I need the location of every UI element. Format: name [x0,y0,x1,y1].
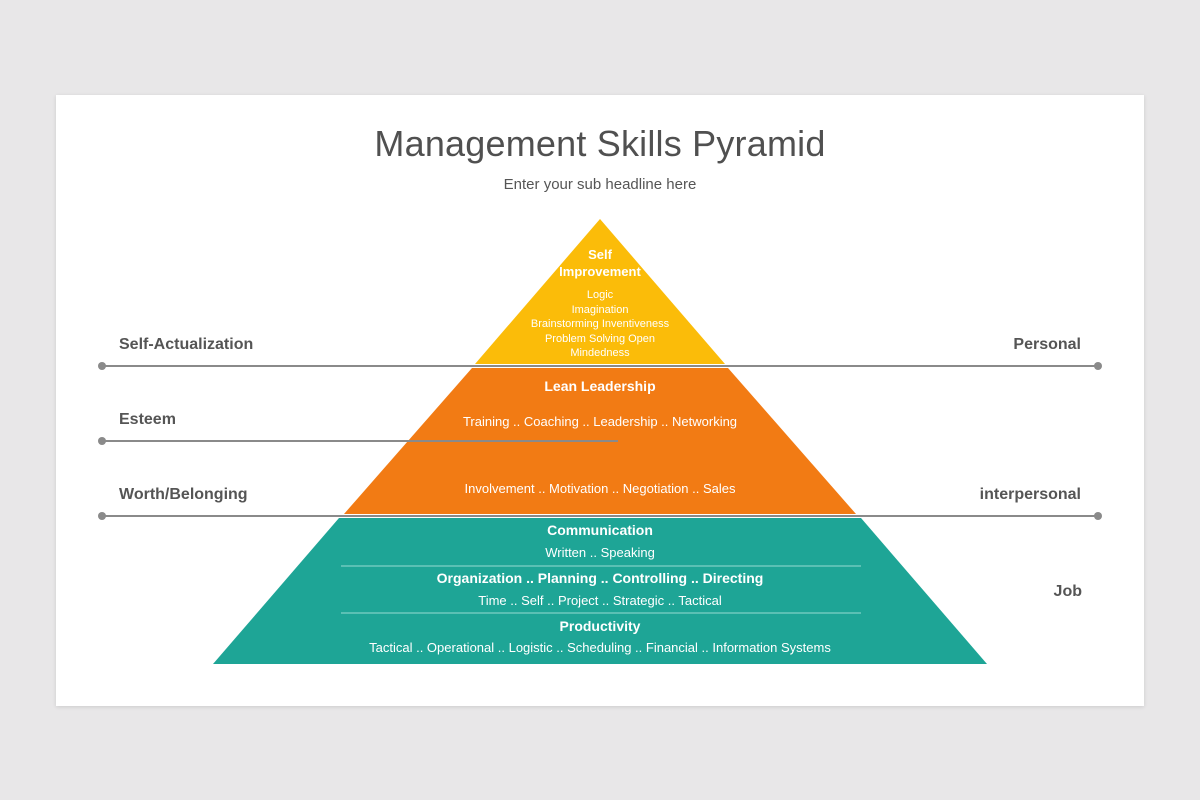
label-esteem: Esteem [119,411,176,428]
top-tier-heading-line1: Self [588,247,612,262]
bottom-tier-organization: Organization .. Planning .. Controlling … [436,570,764,586]
top-tier-item: Imagination [571,303,629,316]
middle-tier-row2: Involvement .. Motivation .. Negotiation… [464,481,736,496]
pyramid-diagram [98,219,1102,664]
pyramid-tier-top [475,219,725,364]
middle-tier-heading: Lean Leadership [544,378,656,394]
label-self-actualization: Self-Actualization [119,336,254,353]
top-tier-item: Brainstorming Inventiveness [530,318,670,330]
label-interpersonal: interpersonal [979,486,1081,503]
middle-tier-row1: Training .. Coaching .. Leadership .. Ne… [462,414,738,429]
top-tier-item: Problem Solving Open [544,332,656,345]
bottom-tier-productivity-items: Tactical .. Operational .. Logistic .. S… [369,640,831,655]
pyramid-tier-bottom [213,518,987,664]
label-job: Job [1053,583,1082,600]
label-worth-belonging: Worth/Belonging [119,486,248,503]
top-tier-item: Mindedness [570,347,630,359]
bottom-tier-organization-items: Time .. Self .. Project .. Strategic .. … [478,593,722,608]
level-line-endpoint [1094,512,1102,520]
level-line-endpoint [1094,362,1102,370]
slide: Management Skills Pyramid Enter your sub… [56,95,1144,706]
bottom-tier-productivity: Productivity [559,618,641,634]
top-tier-heading-line2: Improvement [559,264,641,279]
label-personal: Personal [1013,336,1081,353]
bottom-tier-communication: Communication [547,522,653,538]
bottom-tier-communication-items: Written .. Speaking [545,545,655,560]
level-line-endpoint [98,437,106,445]
page-subtitle: Enter your sub headline here [503,176,697,193]
level-line-endpoint [98,362,106,370]
page-title: Management Skills Pyramid [374,123,826,164]
top-tier-item: Logic [586,289,614,301]
level-line-endpoint [98,512,106,520]
